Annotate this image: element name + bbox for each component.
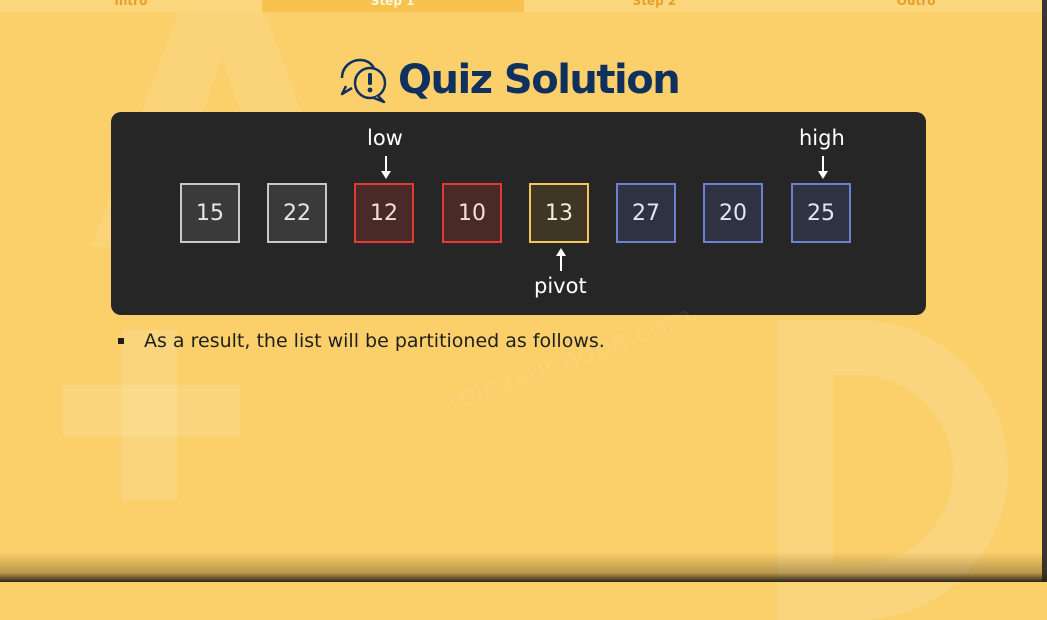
tab-step-2[interactable]: Step 2 [523, 0, 786, 12]
low-pointer-arrow-icon [381, 156, 391, 179]
array-cell-3: 10 [442, 183, 502, 243]
window-edge-strip [1042, 0, 1047, 582]
array-cell-4: 13 [529, 183, 589, 243]
array-cell-2: 12 [354, 183, 414, 243]
page-title-row: Quiz Solution [338, 52, 681, 108]
high-pointer-label: high [799, 126, 845, 150]
low-pointer-label: low [367, 126, 403, 150]
bottom-shadow-strip [0, 552, 1047, 582]
array-cell-7: 25 [791, 183, 851, 243]
bullet-list-item: As a result, the list will be partitione… [118, 330, 605, 352]
background-plus-horizontal [63, 385, 240, 437]
tab-outro[interactable]: Outro [785, 0, 1047, 12]
array-cell-5: 27 [616, 183, 676, 243]
tab-step-1[interactable]: Step 1 [261, 0, 524, 12]
speech-bubbles-exclamation-icon [340, 58, 387, 104]
background-plus-vertical [122, 330, 177, 500]
array-cell-6: 20 [703, 183, 763, 243]
watermark: relexsunnope.com [443, 298, 697, 419]
step-tab-bar: Intro Step 1 Step 2 Outro [0, 0, 1047, 12]
array-visualization-panel: relexsunnope.com low high 15 22 12 10 13… [111, 112, 926, 418]
pivot-pointer-label: pivot [534, 274, 587, 298]
array-cell-0: 15 [180, 183, 240, 243]
tab-intro[interactable]: Intro [0, 0, 262, 12]
bullet-marker [118, 338, 124, 344]
bullet-text: As a result, the list will be partitione… [144, 330, 605, 352]
page-title: Quiz Solution [398, 57, 681, 103]
array-cell-1: 22 [267, 183, 327, 243]
high-pointer-arrow-icon [818, 156, 828, 179]
pivot-pointer-arrow-icon [556, 248, 566, 271]
